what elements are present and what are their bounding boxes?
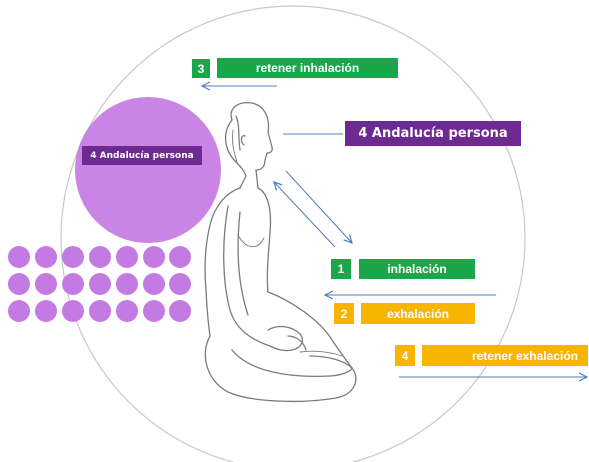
outline-circle: [60, 5, 526, 462]
seated-meditation-figure-icon: [204, 102, 357, 403]
step-4-number: 4: [395, 345, 415, 366]
step-4-label: retener exhalación: [422, 345, 588, 366]
step-2-number: 2: [334, 303, 354, 324]
small-title-badge: 4 Andalucía persona: [82, 146, 202, 165]
flow-arrows: [202, 86, 587, 377]
arrow-nose-down: [285, 170, 352, 243]
step-2-label: exhalación: [361, 303, 475, 324]
dot-grid: [8, 246, 191, 322]
purple-circle: [75, 97, 221, 243]
arrow-nose-up: [274, 182, 336, 248]
main-title-badge: 4 Andalucía persona: [345, 121, 521, 146]
step-1-label: inhalación: [359, 259, 475, 279]
step-1-number: 1: [331, 259, 351, 279]
step-3-number: 3: [192, 59, 210, 78]
step-3-label: retener inhalación: [217, 58, 398, 78]
